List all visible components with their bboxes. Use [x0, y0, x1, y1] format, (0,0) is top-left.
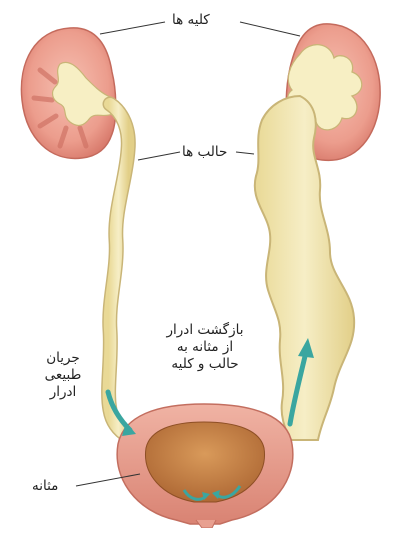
reflux-label: بازگشت ادرار از مثانه به حالب و کلیه [150, 322, 260, 373]
reflux-line-2: از مثانه به [150, 339, 260, 356]
normal-flow-label: جریان طبیعی ادرار [28, 350, 98, 401]
bladder [117, 404, 293, 528]
ureter-leader-left [138, 152, 180, 160]
urethra [196, 520, 216, 528]
normal-flow-line-2: طبیعی [28, 367, 98, 384]
left-ureter-lumen [109, 104, 129, 436]
ureters-label: حالب ها [182, 144, 227, 161]
kidney-leader-right [240, 22, 300, 36]
kidneys-label: کلیه ها [172, 12, 210, 29]
reflux-line-1: بازگشت ادرار [150, 322, 260, 339]
kidney-leader-left [100, 22, 165, 34]
normal-flow-line-1: جریان [28, 350, 98, 367]
ureter-leader-right [236, 152, 254, 154]
left-kidney [21, 28, 115, 159]
bladder-label: مثانه [32, 478, 58, 495]
normal-flow-line-3: ادرار [28, 384, 98, 401]
reflux-line-3: حالب و کلیه [150, 356, 260, 373]
